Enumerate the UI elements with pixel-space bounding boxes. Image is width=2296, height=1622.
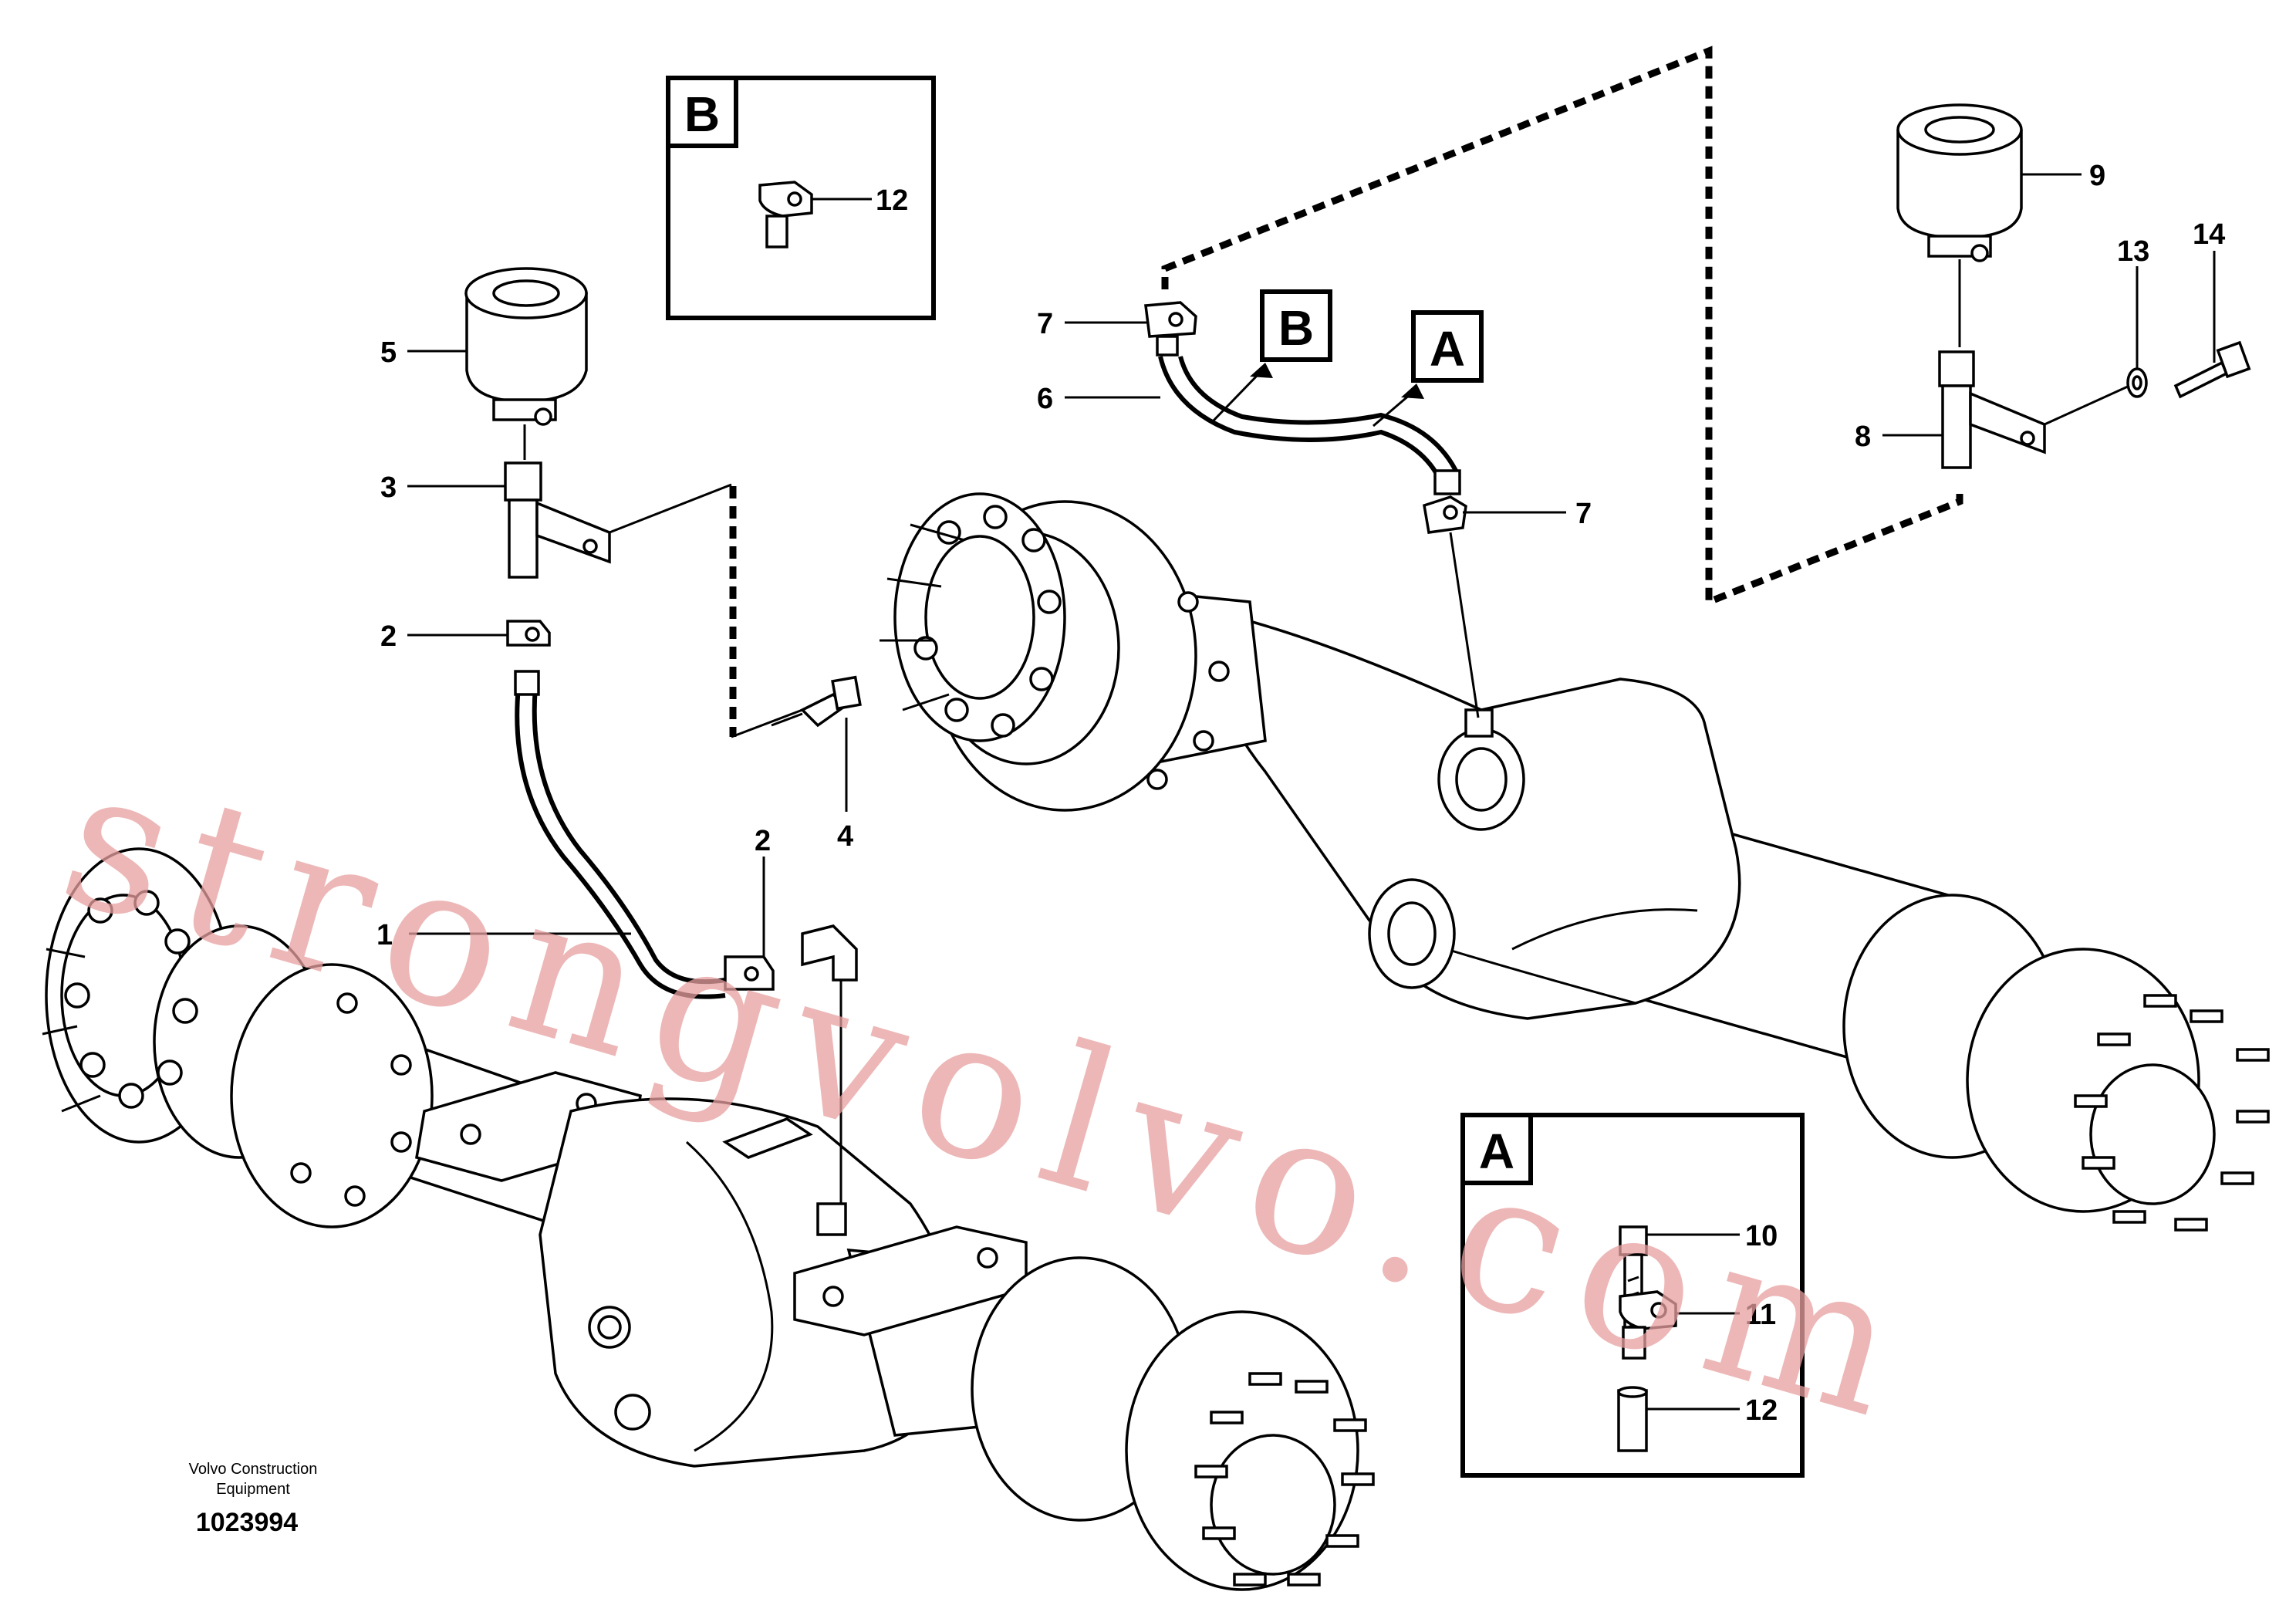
svg-text:B: B [1278,300,1314,356]
front-breather-assembly [464,267,862,1204]
callout-9: 9 [2089,160,2105,192]
rear-breather-assembly [1144,103,2251,718]
callout-12-box-b: 12 [876,184,908,217]
caption-company-line2: Equipment [216,1481,290,1498]
front-right-hub-studs [1194,1372,1375,1587]
callout-10: 10 [1745,1220,1778,1252]
rear-breather-route [1161,46,1963,607]
callout-5: 5 [380,336,397,369]
document-number: 1023994 [196,1508,298,1537]
front-left-hub-bolts [64,890,412,1207]
callout-1: 1 [376,919,393,951]
callout-8: 8 [1855,421,1871,453]
rear-axle [880,492,2270,1232]
hose-marker-a: A [1373,310,1484,427]
hose-marker-b: B [1210,289,1332,424]
callout-13: 13 [2117,235,2149,268]
callouts: 1 2 2 3 4 5 6 7 7 8 9 13 14 [376,160,2225,957]
callout-2-upper: 2 [380,620,397,653]
detail-box-b: B 12 [666,76,936,320]
callout-11: 11 [1745,1299,1776,1331]
callout-6: 6 [1037,383,1053,415]
caption-company-line1: Volvo Construction [189,1461,318,1478]
callout-7-upper: 7 [1037,308,1053,340]
rear-breather-bracket [1938,350,2046,469]
callout-3: 3 [380,471,397,504]
callout-14: 14 [2193,218,2225,251]
rear-right-hub-studs [2074,994,2270,1232]
detail-box-b-letter: B [684,86,720,142]
bracket-bolt [771,675,862,728]
callout-4: 4 [837,820,853,853]
callout-2-lower: 2 [755,825,771,857]
caption: Volvo Construction Equipment 1023994 [189,1461,318,1537]
svg-text:A: A [1430,321,1465,377]
breather-bracket [504,461,611,579]
detail-box-a-letter: A [1479,1124,1514,1179]
rear-breather-filter [1896,103,2023,347]
front-axle [42,847,1375,1591]
detail-box-a: A 10 11 12 [1460,1113,1805,1478]
breather-filter [464,267,588,460]
callout-12-box-a: 12 [1745,1394,1778,1427]
callout-7-lower: 7 [1575,498,1592,530]
